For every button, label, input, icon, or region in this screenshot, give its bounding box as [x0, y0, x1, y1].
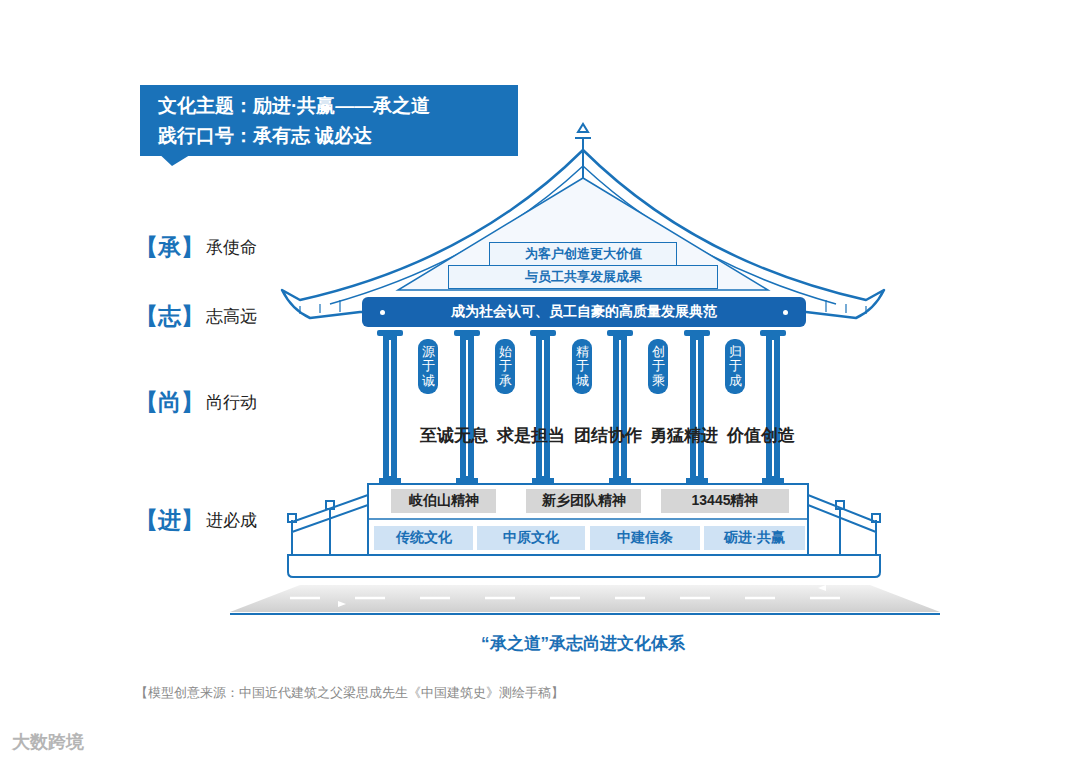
value-text: 勇猛精进 — [650, 427, 667, 446]
value-text: 求是担当 — [497, 427, 514, 446]
roof-band: 为客户创造更大价值 — [489, 242, 677, 266]
row-label: 进必成 — [206, 509, 257, 532]
row-bracket: 【尚】 — [135, 387, 204, 418]
road-arrow — [818, 585, 826, 591]
railing — [288, 484, 880, 555]
column-tag: 始于承 — [495, 339, 515, 394]
roof-band: 与员工共享发展成果 — [448, 265, 718, 289]
culture-box: 中原文化 — [477, 526, 585, 550]
watermark: 大数跨境 — [12, 730, 84, 754]
culture-box: 砺进·共赢 — [704, 526, 805, 550]
node-text: 成为社会认可、员工自豪的高质量发展典范 — [451, 303, 717, 321]
source-note: 【模型创意来源：中国近代建筑之父梁思成先生《中国建筑史》测绘手稿】 — [135, 684, 564, 702]
node-text: 归于成 — [729, 345, 742, 388]
culture-box: 中建信条 — [590, 526, 700, 550]
row-label: 承使命 — [206, 236, 257, 259]
column-flutes — [389, 340, 774, 476]
column-tag: 创于乘 — [648, 339, 668, 394]
roof-inner-line — [330, 166, 836, 304]
node-text: 砺进·共赢 — [724, 529, 785, 547]
value-text: 价值创造 — [727, 427, 744, 446]
row-bracket: 【志】 — [135, 301, 204, 332]
vision-beam: 成为社会认可、员工自豪的高质量发展典范 — [362, 297, 806, 327]
spirit-box: 新乡团队精神 — [526, 489, 641, 513]
row-label: 志高远 — [206, 305, 257, 328]
value-text: 至诚无息 — [420, 427, 437, 446]
column-tag: 归于成 — [725, 339, 745, 394]
node-text: 文化主题：励进·共赢——承之道 — [158, 91, 430, 120]
spirit-box: 13445精神 — [661, 489, 789, 513]
node-text: 中建信条 — [617, 529, 673, 547]
row-bracket: 【承】 — [135, 232, 204, 263]
node-text: 新乡团队精神 — [542, 492, 626, 510]
node-text: 传统文化 — [396, 529, 452, 547]
culture-box: 传统文化 — [374, 526, 473, 550]
caption: “承之道”承志尚进文化体系 — [481, 632, 685, 655]
row-label: 尚行动 — [206, 391, 257, 414]
row-bracket: 【进】 — [135, 505, 204, 536]
ground-line — [230, 613, 940, 615]
road-arrow — [338, 601, 346, 607]
platform-line — [368, 518, 808, 520]
node-text: 创于乘 — [652, 345, 665, 388]
node-text: 岐伯山精神 — [409, 492, 479, 510]
gable — [398, 178, 768, 290]
spirit-box: 岐伯山精神 — [391, 489, 496, 513]
column-tag: 精于城 — [572, 339, 592, 394]
node-text: 与员工共享发展成果 — [525, 268, 642, 286]
theme-callout: 文化主题：励进·共赢——承之道践行口号：承有志 诚必达 — [140, 85, 518, 156]
node-text: 精于城 — [576, 345, 589, 388]
node-text: 始于承 — [499, 345, 512, 388]
node-text: 为客户创造更大价值 — [525, 245, 642, 263]
base-slab — [288, 555, 880, 577]
column-tag: 源于诚 — [418, 339, 438, 394]
node-text: 源于诚 — [422, 345, 435, 388]
roof-finial — [575, 124, 591, 178]
columns — [377, 330, 786, 484]
value-text: 团结协作 — [574, 427, 591, 446]
node-text: 中原文化 — [503, 529, 559, 547]
node-text: 践行口号：承有志 诚必达 — [158, 121, 372, 150]
node-text: 13445精神 — [692, 492, 759, 510]
road-dashes — [290, 597, 840, 600]
road — [230, 585, 940, 612]
platform — [368, 484, 808, 555]
